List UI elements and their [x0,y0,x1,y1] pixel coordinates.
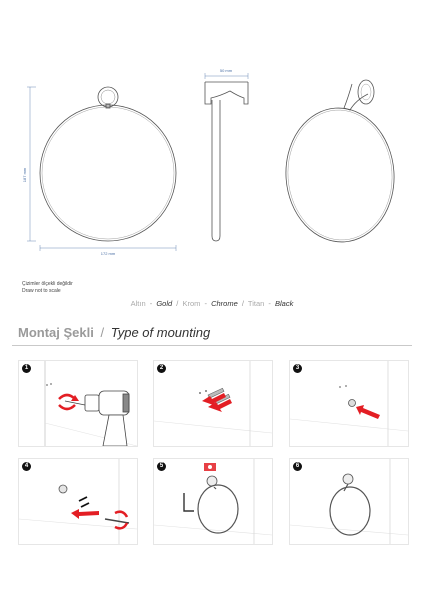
step-3-panel: 3 [289,360,409,447]
drill-icon [64,390,130,446]
perspective-wall-disc [357,79,375,105]
side-dimensions [204,73,249,79]
finish-chrome-dash: - [204,299,207,308]
drill-mark [46,384,48,386]
mounting-title-separator: / [100,325,105,340]
step-5-panel: 5 [153,458,273,545]
mounting-title: Montaj Şekli / Type of mounting [18,325,210,340]
step-1-panel: 1 [18,360,138,447]
step-4-number: 4 [22,462,31,471]
scale-note-turkish: Çizimler ölçekli değildir [22,281,73,287]
finish-options: Altın - Gold / Krom - Chrome / Titan - B… [0,299,424,308]
front-wall-mount-inner [100,89,116,105]
hex-key-icon [183,493,194,512]
title-divider [12,345,412,346]
step-1-number: 1 [22,364,31,373]
finish-titan-dash: - [268,299,271,308]
screw-arrow-icon [71,509,99,519]
side-ring-profile [211,100,221,242]
mounting-title-english: Type of mounting [110,325,211,340]
screw-icon [78,496,88,502]
mounting-plate-icon [348,399,356,407]
finish-chrome-tr: Krom [182,299,201,308]
plate-arrow-icon [356,405,380,419]
finish-chrome-en: Chrome [211,299,238,308]
side-wall-bracket [204,82,249,105]
front-wall-mount [97,86,119,108]
ring-mount-icon [206,475,218,487]
height-dimension-label: 187 mm [22,167,27,182]
step-6-number: 6 [293,462,302,471]
depth-dimension-label: 50 mm [220,68,233,73]
technical-drawing: 187 mm 172 mm 50 mm [22,68,395,256]
step-5-illustration [154,459,272,544]
screw-plate-icon [58,484,68,494]
screwdriver-icon [104,518,130,524]
finished-ring-icon [329,486,371,536]
width-dimension-label: 172 mm [101,251,116,256]
step-6-illustration [290,459,408,544]
step-4-illustration [19,459,137,544]
finished-mount-icon [342,473,354,485]
front-ring-inner [41,106,175,240]
step-2-panel: 2 [153,360,273,447]
front-dimensions [27,86,177,251]
scale-note-english: Draw not to scale [22,288,61,294]
finish-divider-1: / [176,299,179,308]
step-3-number: 3 [293,364,302,373]
towel-ring-icon [197,484,239,534]
step-6-panel: 6 [289,458,409,545]
front-mount-neck [105,103,111,109]
perspective-ring-inner [287,109,393,241]
step-2-number: 2 [157,364,166,373]
front-view [39,86,177,242]
finish-titan-en: Black [275,299,294,308]
perspective-view [285,79,395,243]
finish-gold-en: Gold [156,299,173,308]
finish-titan-tr: Titan [247,299,265,308]
insert-arrow-icon [202,393,226,406]
perspective-ring [285,107,395,243]
side-view [204,81,249,242]
step-2-illustration [154,361,272,446]
rotation-arrow-icon [58,393,76,400]
finish-gold-tr: Altın [130,299,146,308]
front-ring [39,104,177,242]
mounting-title-turkish: Montaj Şekli [18,325,94,340]
step-5-number: 5 [157,462,166,471]
step-1-illustration [44,361,137,446]
finish-gold-dash: - [149,299,153,308]
finish-divider-2: / [241,299,244,308]
perspective-wall-mount [343,83,369,111]
step-4-panel: 4 [18,458,138,545]
step-3-illustration [290,361,408,446]
